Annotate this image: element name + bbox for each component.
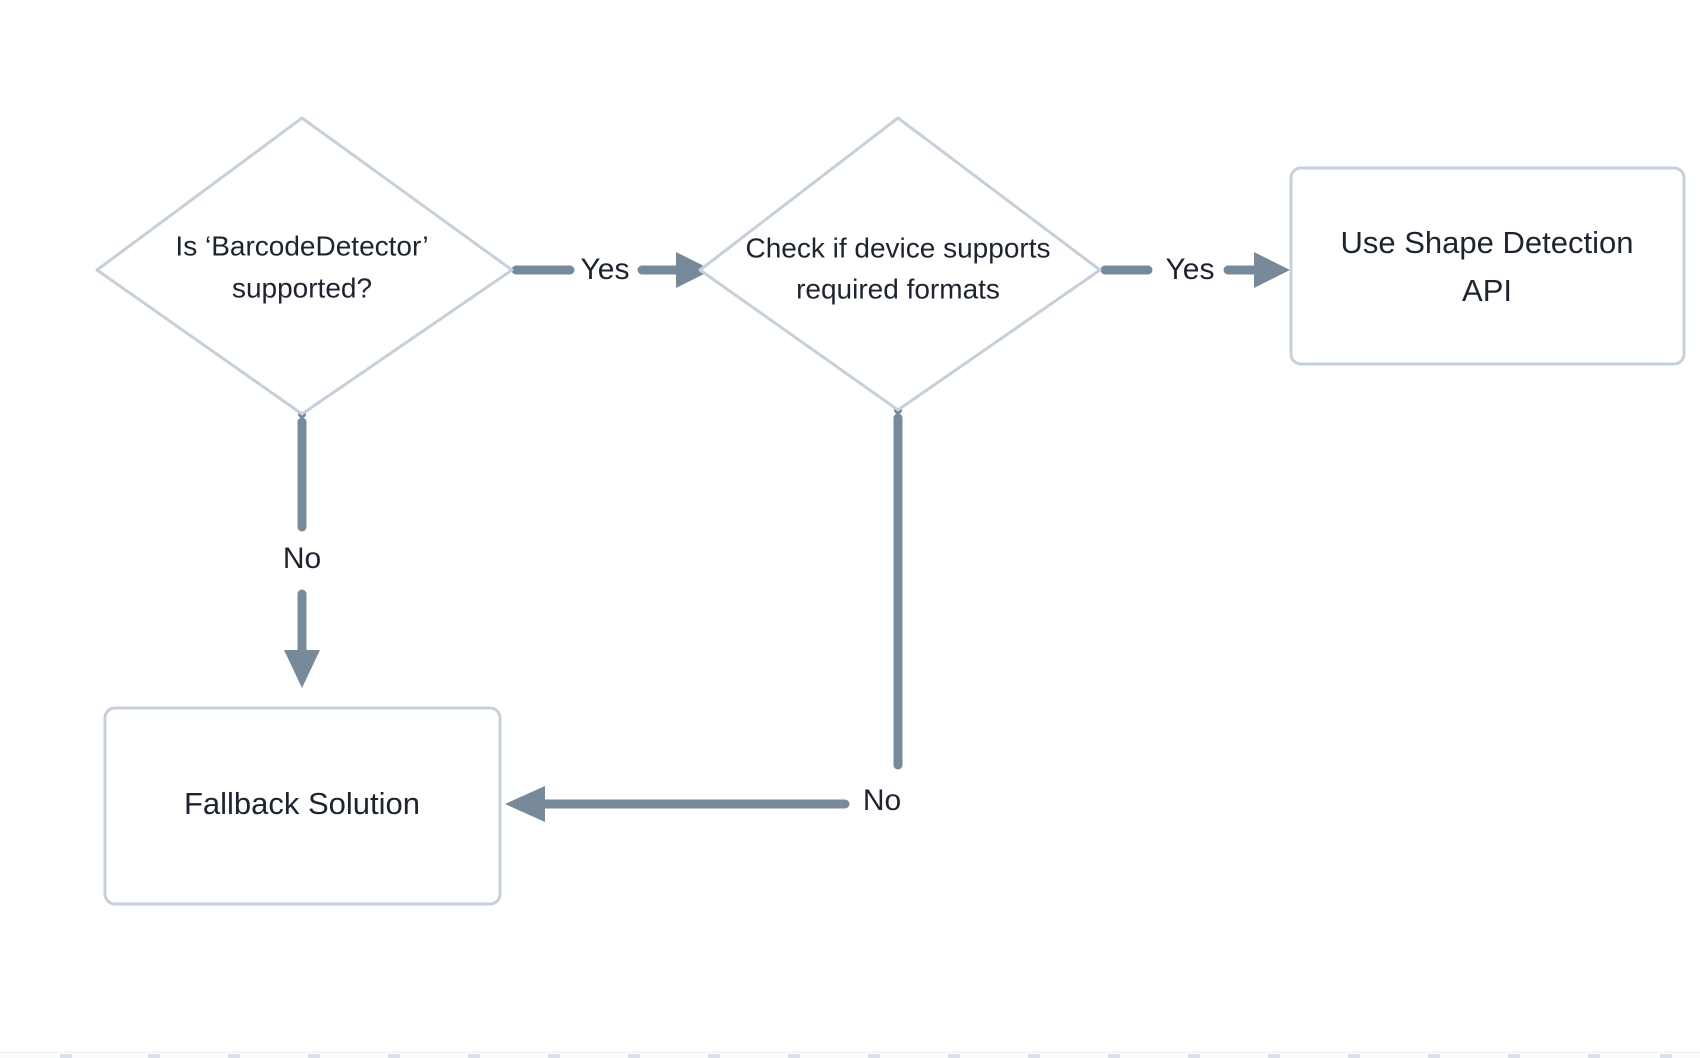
node-use-shape-detection-api[interactable]: Use Shape Detection API: [1289, 166, 1686, 366]
horizontal-scrollbar[interactable]: [0, 1052, 1700, 1058]
edge-supported-no-label: No: [283, 542, 321, 575]
edge-formats-no-label: No: [863, 784, 901, 817]
scrollbar-tick: [1108, 1054, 1120, 1058]
node-fallback-solution-label: Fallback Solution: [184, 786, 420, 821]
scrollbar-tick: [308, 1054, 320, 1058]
scrollbar-tick: [1508, 1054, 1520, 1058]
node-is-barcodedetector-supported[interactable]: Is ‘BarcodeDetector’ supported?: [95, 116, 514, 416]
scrollbar-tick: [1588, 1054, 1600, 1058]
node-fallback-solution[interactable]: Fallback Solution: [103, 706, 502, 906]
edge-formats-no-arrowhead: [505, 786, 545, 822]
scrollbar-tick: [60, 1054, 72, 1058]
edge-supported-yes-arrowhead: [676, 252, 712, 288]
scrollbar-tick: [868, 1054, 880, 1058]
scrollbar-tick: [948, 1054, 960, 1058]
scrollbar-tick: [788, 1054, 800, 1058]
scrollbar-tick: [628, 1054, 640, 1058]
rect-shape: [103, 706, 502, 906]
node-check-device-formats-line-2: required formats: [796, 273, 1000, 304]
diamond-shape: [698, 116, 1102, 412]
rect-shape: [1289, 166, 1686, 366]
edge-supported-no-arrowhead: [284, 650, 320, 688]
node-is-barcodedetector-supported-line-2: supported?: [232, 272, 372, 303]
scrollbar-tick: [1660, 1054, 1672, 1058]
edge-supported-no[interactable]: No: [283, 410, 321, 688]
scrollbar-tick: [1188, 1054, 1200, 1058]
node-check-device-formats[interactable]: Check if device supports required format…: [698, 116, 1102, 412]
node-use-shape-detection-api-line-2: API: [1462, 273, 1512, 308]
scrollbar-tick: [228, 1054, 240, 1058]
scrollbar-tick: [1348, 1054, 1360, 1058]
edge-formats-yes[interactable]: Yes: [1100, 252, 1290, 288]
edge-supported-yes[interactable]: Yes: [511, 252, 712, 288]
edge-formats-yes-label: Yes: [1166, 253, 1215, 286]
scrollbar-tick: [708, 1054, 720, 1058]
scrollbar-tick: [468, 1054, 480, 1058]
scrollbar-tick: [148, 1054, 160, 1058]
node-use-shape-detection-api-line-1: Use Shape Detection: [1341, 225, 1634, 260]
edge-formats-yes-arrowhead: [1254, 252, 1290, 288]
edge-supported-yes-label: Yes: [581, 253, 630, 286]
scrollbar-tick: [1268, 1054, 1280, 1058]
scrollbar-tick: [548, 1054, 560, 1058]
diamond-shape: [95, 116, 514, 416]
scrollbar-tick: [388, 1054, 400, 1058]
node-check-device-formats-line-1: Check if device supports: [745, 232, 1050, 263]
scrollbar-tick: [1028, 1054, 1040, 1058]
scrollbar-tick: [1428, 1054, 1440, 1058]
node-is-barcodedetector-supported-line-1: Is ‘BarcodeDetector’: [175, 230, 428, 261]
edge-formats-no[interactable]: No: [505, 406, 903, 822]
